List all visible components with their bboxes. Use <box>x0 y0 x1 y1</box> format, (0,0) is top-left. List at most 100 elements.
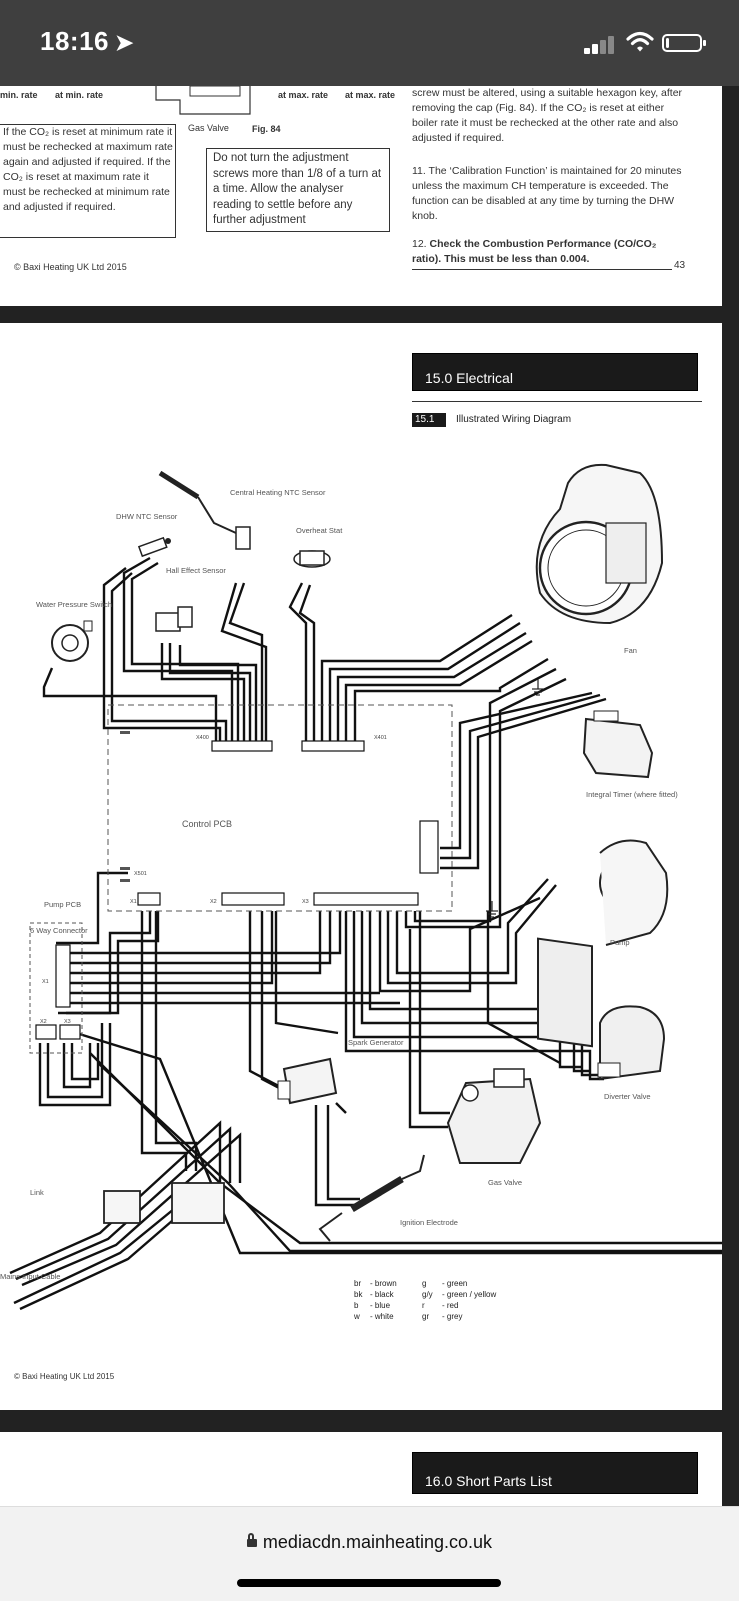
legend-colour-name: - grey <box>442 1312 463 1321</box>
paragraph-combustion: 12. Check the Combustion Performance (CO… <box>412 237 672 270</box>
section-header-short-parts-list: 16.0 Short Parts List <box>412 1452 698 1494</box>
section-header-electrical: 15.0 Electrical <box>412 353 698 391</box>
document-page-43: min. rate at min. rate Gas Valve Fig. 84… <box>0 86 722 306</box>
overheat-stat <box>293 550 331 568</box>
legend-code: br <box>354 1279 362 1288</box>
label-at-min-rate: at min. rate <box>55 90 104 100</box>
paragraph-screw: screw must be altered, using a suitable … <box>412 87 683 144</box>
legend-code: r <box>422 1301 425 1310</box>
label-at-max-rate-2: at max. rate <box>345 90 396 100</box>
gas-valve-caption: Gas Valve <box>188 123 229 133</box>
label-integral-timer: Integral Timer (where fitted) <box>586 790 678 799</box>
label-spark-generator: Spark Generator <box>348 1038 404 1047</box>
gas-valve-figure <box>155 86 251 115</box>
label-pump-pcb: Pump PCB <box>44 900 81 909</box>
status-bar: 18:16➤ <box>0 0 739 86</box>
connector-pcb-x3 <box>313 892 419 906</box>
label-pump-pcb-x1: X1 <box>42 979 49 985</box>
ignition-electrode <box>318 1154 425 1242</box>
label-pump-pcb-x2: X2 <box>40 1019 47 1025</box>
url-display[interactable]: mediacdn.mainheating.co.uk <box>0 1532 739 1553</box>
label-mains-input-cable: Mains Input Cable <box>0 1272 60 1281</box>
browser-address-bar[interactable]: mediacdn.mainheating.co.uk <box>0 1506 739 1601</box>
legend-code: w <box>354 1312 360 1321</box>
legend-code: g/y <box>422 1290 433 1299</box>
label-six-way-connector: 6 Way Connector <box>30 926 88 935</box>
label-ignition-electrode: Ignition Electrode <box>400 1218 458 1227</box>
connector-x401 <box>301 740 365 752</box>
legend-colour-name: - green <box>442 1279 468 1288</box>
subsection-title: Illustrated Wiring Diagram <box>456 414 572 425</box>
page-number: 43 <box>674 260 686 271</box>
hall-effect-sensor <box>155 606 193 632</box>
document-viewer[interactable]: min. rate at min. rate Gas Valve Fig. 84… <box>0 86 739 1506</box>
label-diverter-valve: Diverter Valve <box>604 1092 651 1101</box>
note-box-co2: If the CO₂ is reset at minimum rate it m… <box>0 124 176 238</box>
subsection-number: 15.1 <box>412 413 446 427</box>
wifi-icon <box>626 31 654 52</box>
water-pressure-switch <box>51 620 93 662</box>
label-pcb-x3: X3 <box>302 899 309 905</box>
document-page-45: 16.0 Short Parts List <box>0 1432 722 1506</box>
diverter-valve <box>597 1005 666 1081</box>
connector-timer <box>419 820 439 874</box>
spark-generator <box>277 1057 338 1105</box>
label-min-rate: min. rate <box>0 90 38 100</box>
connector-x400 <box>211 740 273 752</box>
fig-number: Fig. 84 <box>252 124 281 134</box>
location-arrow-icon: ➤ <box>115 30 134 55</box>
copyright-page43: © Baxi Heating UK Ltd 2015 <box>14 262 127 272</box>
label-pcb-x1: X1 <box>130 899 137 905</box>
ch-ntc-sensor <box>158 470 251 550</box>
label-ch-ntc-sensor: Central Heating NTC Sensor <box>230 488 326 497</box>
label-pcb-x2: X2 <box>210 899 217 905</box>
header-rule <box>412 401 702 402</box>
clock: 18:16➤ <box>40 26 134 56</box>
fan-component <box>535 463 664 625</box>
label-x401: X401 <box>374 735 387 741</box>
pump-component <box>537 839 669 1048</box>
label-control-pcb: Control PCB <box>182 819 232 829</box>
label-pump: Pump <box>610 938 630 947</box>
pcb-mark-1 <box>120 731 130 734</box>
integral-timer <box>582 710 654 779</box>
label-overheat-stat: Overheat Stat <box>296 526 343 535</box>
dhw-ntc-sensor <box>137 536 171 558</box>
label-x400: X400 <box>196 735 209 741</box>
label-gas-valve: Gas Valve <box>488 1178 522 1187</box>
paragraph-calibration: 11. The ‘Calibration Function’ is mainta… <box>412 165 682 222</box>
pump-pcb-x2 <box>35 1024 57 1040</box>
gas-valve-component <box>446 1068 542 1164</box>
label-water-pressure-switch: Water Pressure Switch <box>36 600 112 609</box>
label-link: Link <box>30 1188 44 1197</box>
note-box-adjustment: Do not turn the adjustment screws more t… <box>206 148 390 232</box>
battery-icon <box>662 34 706 52</box>
legend-code: bk <box>354 1290 363 1299</box>
home-indicator[interactable] <box>237 1579 501 1587</box>
pcb-mark-3 <box>120 879 130 882</box>
pump-pcb-x3 <box>59 1024 81 1040</box>
label-hall-effect-sensor: Hall Effect Sensor <box>166 566 226 575</box>
six-way-connector <box>55 944 71 1008</box>
cellular-signal-icon <box>584 34 618 54</box>
legend-code: gr <box>422 1312 430 1321</box>
wiring-diagram: Central Heating NTC Sensor DHW NTC Senso… <box>0 463 722 1311</box>
copyright-page44: © Baxi Heating UK Ltd 2015 <box>14 1372 115 1381</box>
label-dhw-ntc-sensor: DHW NTC Sensor <box>116 512 178 521</box>
connector-pcb-x1 <box>137 892 161 906</box>
pcb-mark-2 <box>120 867 130 870</box>
earth-symbols <box>486 679 544 918</box>
legend-colour-name: - white <box>370 1312 394 1321</box>
terminal-block <box>103 1182 225 1224</box>
legend-colour-name: - red <box>442 1301 459 1310</box>
legend-code: g <box>422 1279 427 1288</box>
lock-icon <box>246 1533 257 1547</box>
wire-bundle <box>9 556 722 1311</box>
legend-colour-name: - green / yellow <box>442 1290 497 1299</box>
legend-code: b <box>354 1301 359 1310</box>
label-x501: X501 <box>134 871 147 877</box>
legend-colour-name: - brown <box>370 1279 397 1288</box>
label-at-max-rate-1: at max. rate <box>278 90 329 100</box>
label-fan: Fan <box>624 646 637 655</box>
